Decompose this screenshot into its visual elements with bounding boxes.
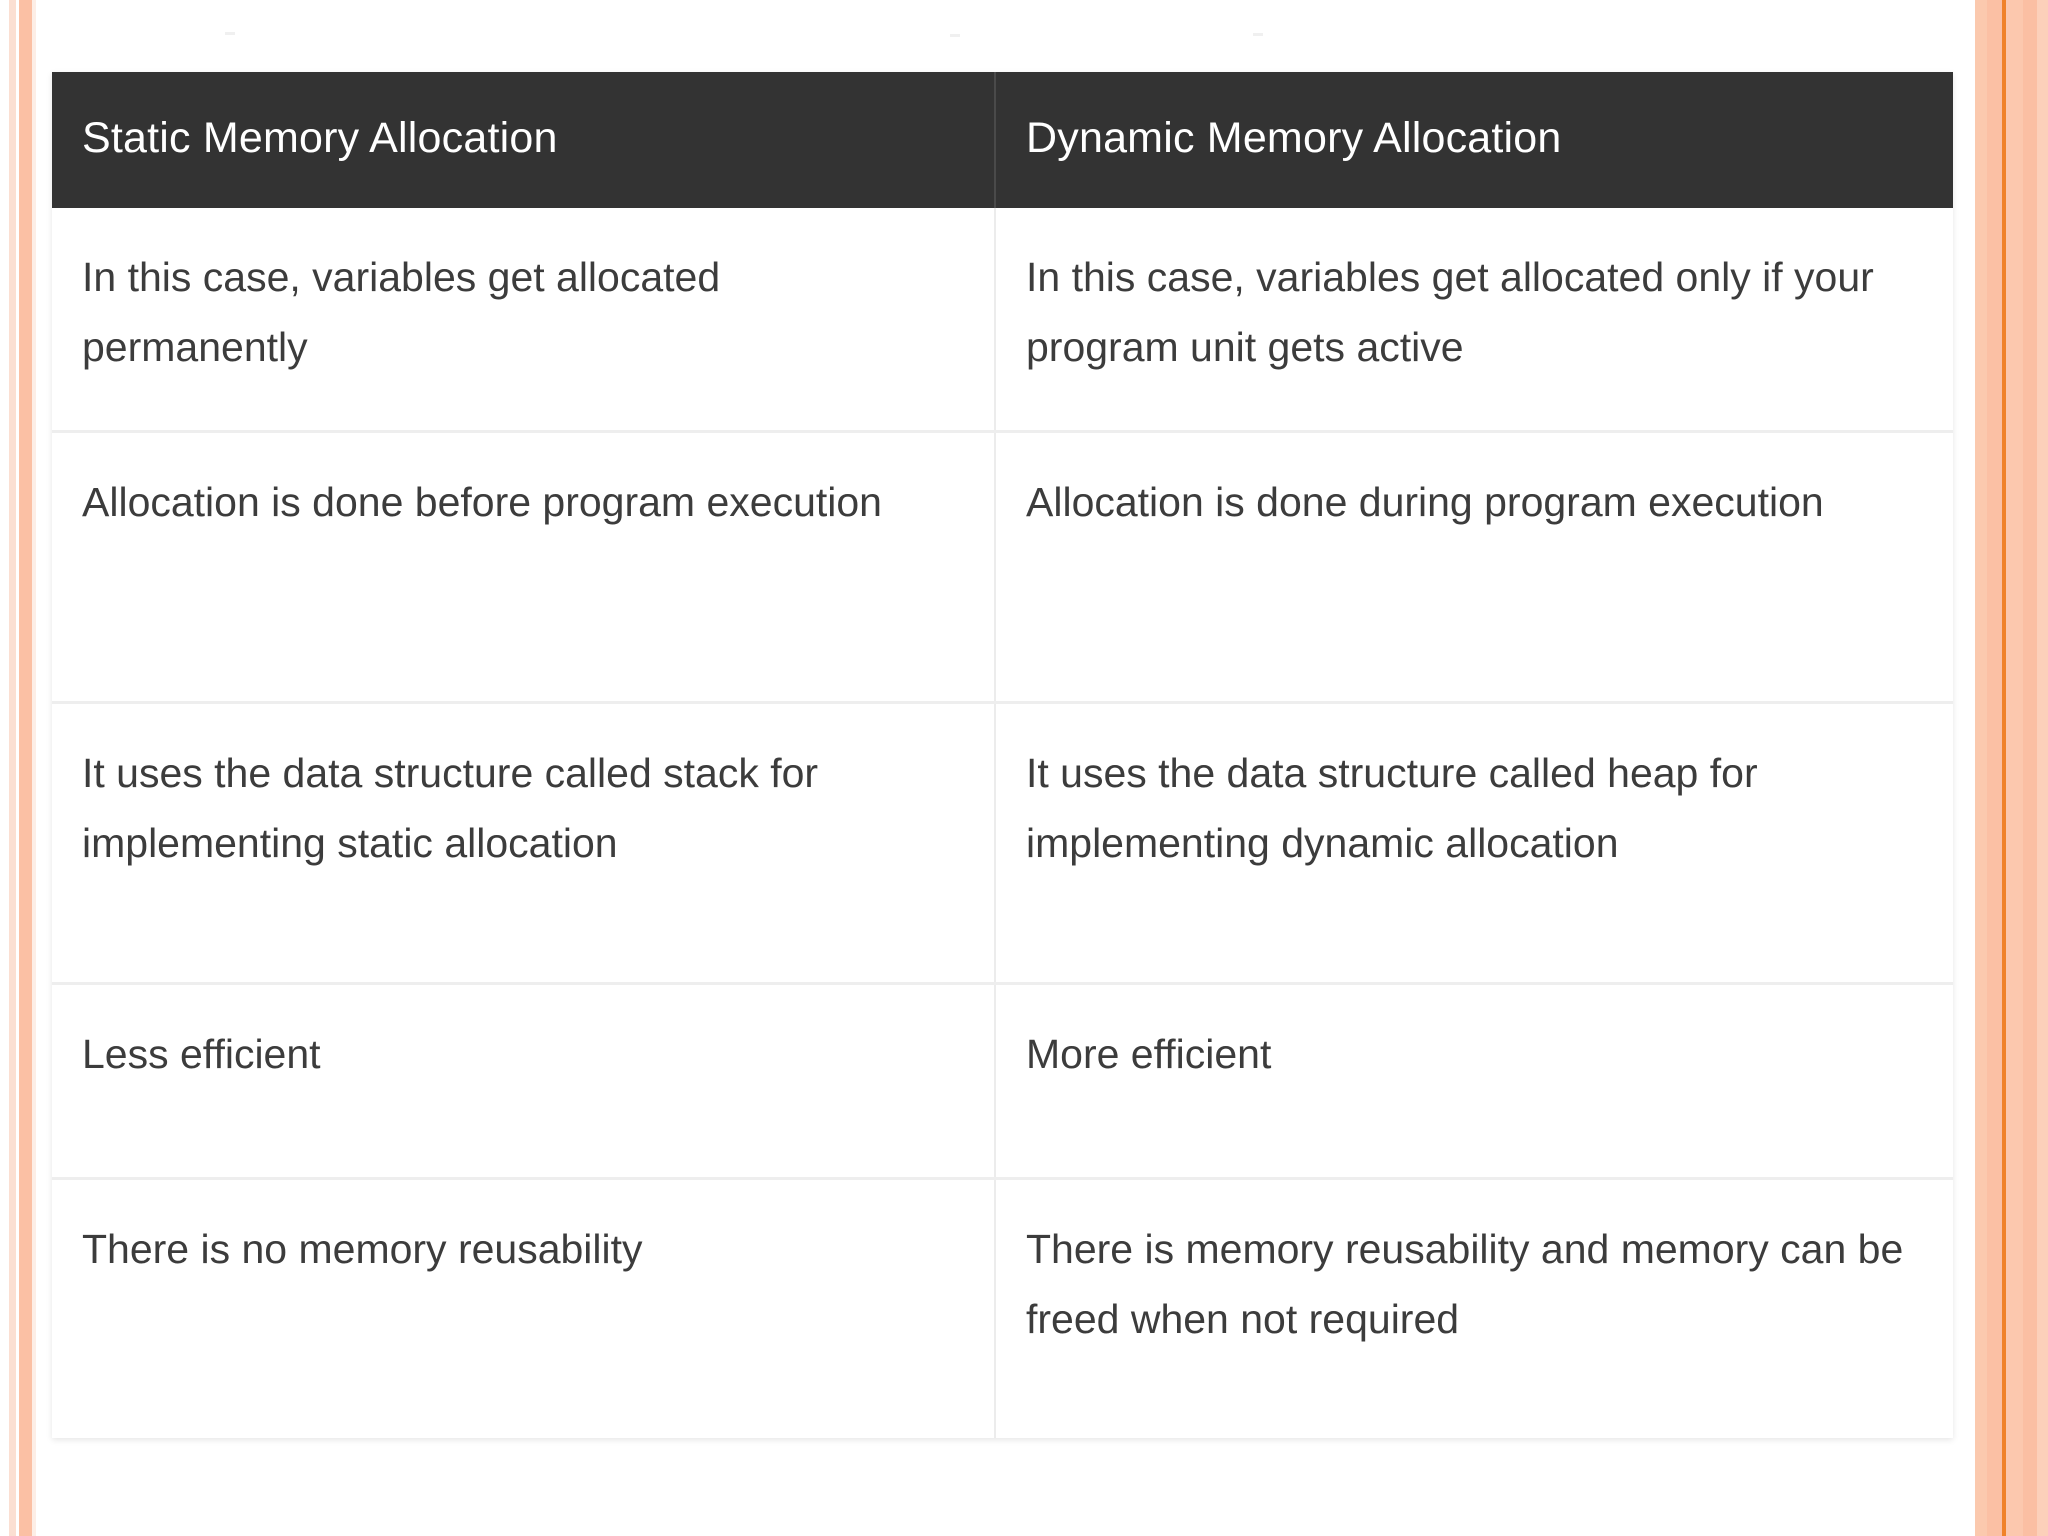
cell-dynamic-2: It uses the data structure called heap f…: [995, 702, 1953, 985]
cell-static-1: Allocation is done before program execut…: [52, 431, 996, 704]
table-header-row: Static Memory Allocation Dynamic Memory …: [52, 72, 1953, 208]
cell-dynamic-4: There is memory reusability and memory c…: [995, 1178, 1953, 1438]
right-border-band-accent2: [2006, 0, 2023, 1536]
table-row: Allocation is done before program execut…: [52, 431, 1953, 704]
left-border-band-outer: [0, 0, 9, 1536]
cell-static-2: It uses the data structure called stack …: [52, 702, 996, 985]
right-border-band-gap: [1957, 0, 1975, 1536]
left-border-band-accent: [19, 0, 32, 1536]
cell-dynamic-0: In this case, variables get allocated on…: [995, 207, 1953, 433]
cell-dynamic-3: More efficient: [995, 983, 1953, 1180]
right-border-band-accent: [1987, 0, 2002, 1536]
right-border-accent-line: [2002, 0, 2006, 1536]
page-ghost-mark: [1253, 33, 1263, 36]
table-row: In this case, variables get allocated pe…: [52, 207, 1953, 433]
table-row: Less efficient More efficient: [52, 983, 1953, 1180]
table-header: Static Memory Allocation Dynamic Memory …: [52, 72, 1953, 208]
comparison-table: Static Memory Allocation Dynamic Memory …: [52, 72, 1953, 1438]
page-ghost-mark: [225, 32, 235, 35]
left-border-band-gap: [16, 0, 19, 1536]
left-border-band-pale: [9, 0, 16, 1536]
right-border-band-pale2: [2023, 0, 2037, 1536]
right-border-band-pale: [1975, 0, 1987, 1536]
table-body: In this case, variables get allocated pe…: [52, 207, 1953, 1438]
cell-dynamic-1: Allocation is done during program execut…: [995, 431, 1953, 704]
column-header-dynamic[interactable]: Dynamic Memory Allocation: [994, 72, 1953, 208]
cell-static-0: In this case, variables get allocated pe…: [52, 207, 996, 433]
cell-static-4: There is no memory reusability: [52, 1178, 996, 1438]
right-border-band-edge: [2037, 0, 2048, 1536]
left-border-band-fade: [32, 0, 36, 1536]
table-row: It uses the data structure called stack …: [52, 702, 1953, 985]
column-header-static[interactable]: Static Memory Allocation: [52, 72, 995, 208]
cell-static-3: Less efficient: [52, 983, 996, 1180]
page-ghost-mark: [950, 34, 960, 37]
table-row: There is no memory reusability There is …: [52, 1178, 1953, 1438]
comparison-table-container: Static Memory Allocation Dynamic Memory …: [52, 72, 1953, 1438]
